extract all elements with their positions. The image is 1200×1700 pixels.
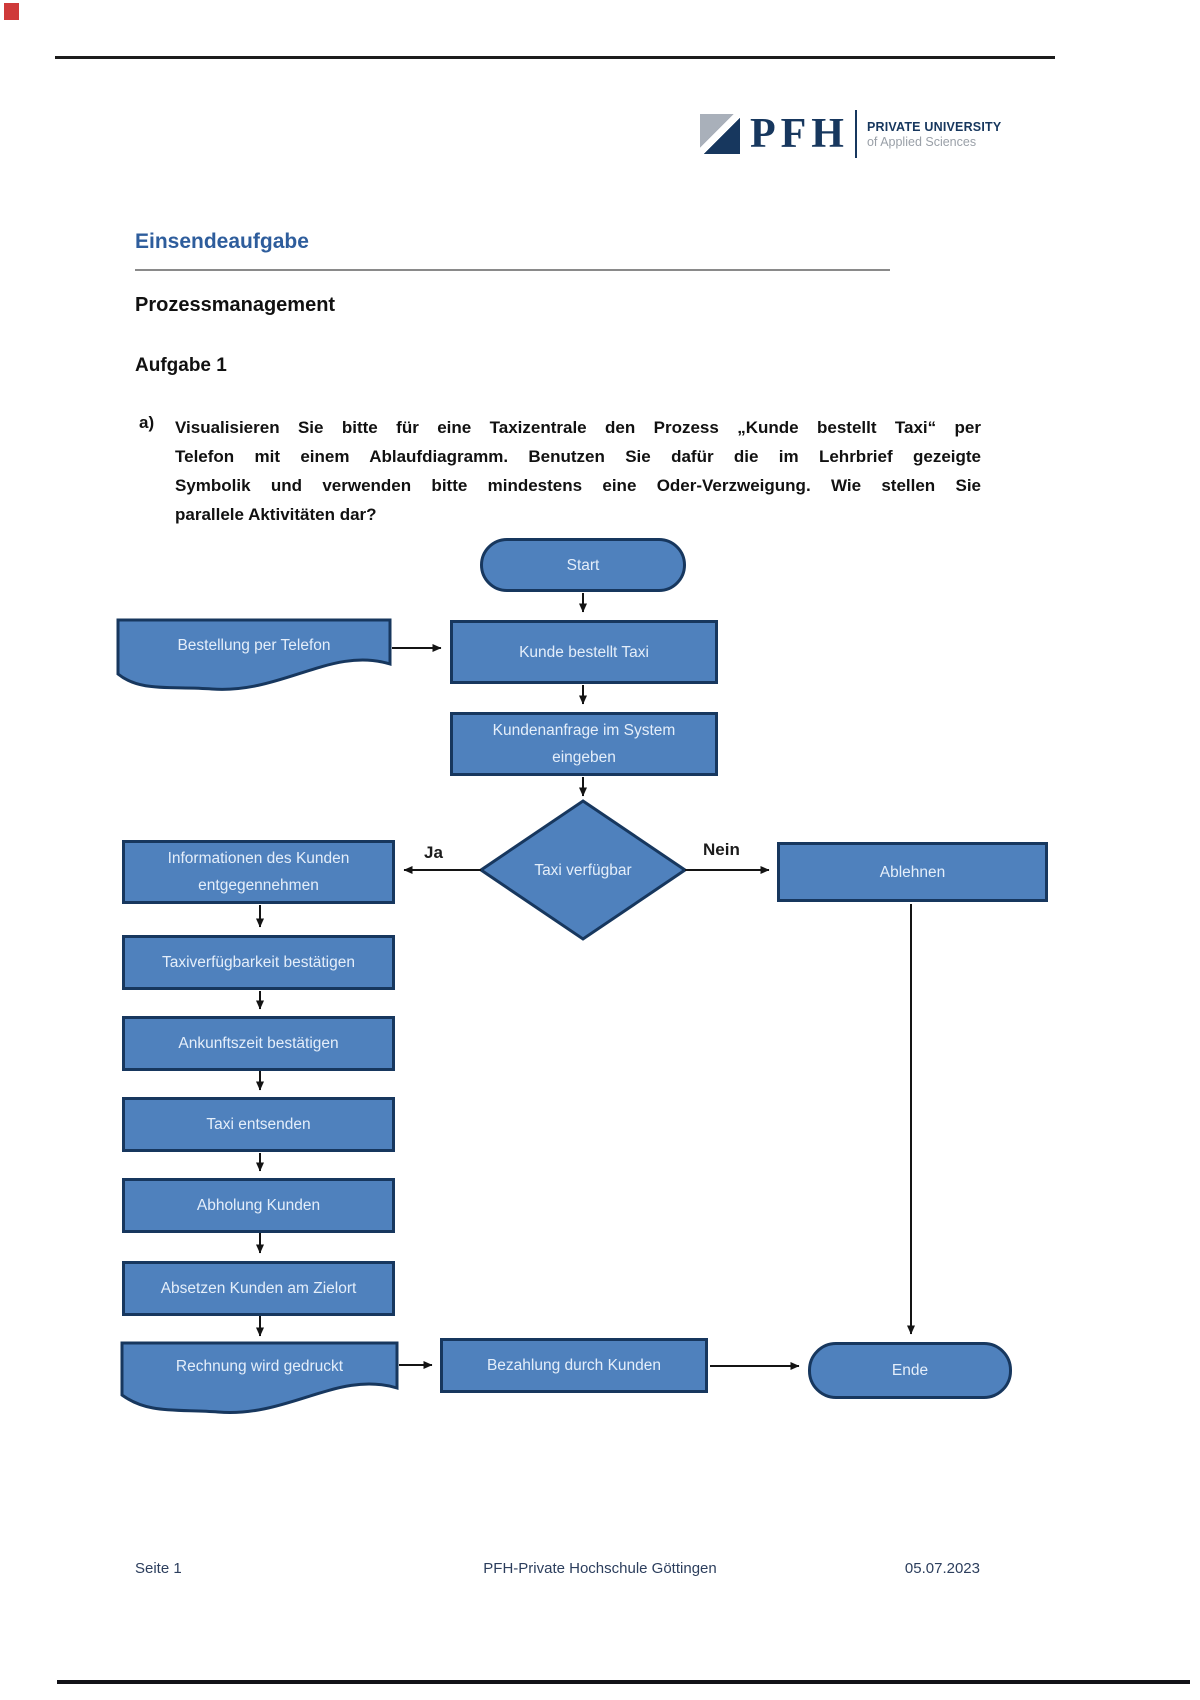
footer-page-number: Seite 1 xyxy=(135,1560,182,1577)
node-taxi-entsenden: Taxi entsenden xyxy=(122,1097,395,1152)
pfh-logo-text: PFH xyxy=(750,111,849,157)
node-ablehnen: Ablehnen xyxy=(777,842,1048,902)
task-a-line-4: parallele Aktivitäten dar? xyxy=(175,505,377,524)
node-taxiverfuegbarkeit: Taxiverfügbarkeit bestätigen xyxy=(122,935,395,990)
task-heading: Aufgabe 1 xyxy=(135,355,227,376)
top-rule xyxy=(55,56,1055,59)
subject-heading: Prozessmanagement xyxy=(135,294,336,316)
task-a-label: a) xyxy=(139,413,155,432)
logo-tagline-1: PRIVATE UNIVERSITY xyxy=(866,119,1002,134)
title-rule xyxy=(135,269,890,271)
branch-nein-label: Nein xyxy=(703,840,740,859)
pfh-logo-icon xyxy=(700,114,740,154)
node-kundenanfrage: Kundenanfrage im System eingeben xyxy=(450,712,718,776)
node-decision-label: Taxi verfügbar xyxy=(534,861,632,879)
node-informationen: Informationen des Kunden entgegennehmen xyxy=(122,840,395,904)
node-ende: Ende xyxy=(808,1342,1012,1399)
node-kunde-bestellt: Kunde bestellt Taxi xyxy=(450,620,718,684)
logo-tagline-2: of Applied Sciences xyxy=(866,134,977,149)
task-a-line-1: Visualisieren Sie bitte für eine Taxizen… xyxy=(175,418,981,437)
node-rechnung-label: Rechnung wird gedruckt xyxy=(175,1358,344,1375)
node-start: Start xyxy=(480,538,686,592)
node-abholung: Abholung Kunden xyxy=(122,1178,395,1233)
node-absetzen: Absetzen Kunden am Zielort xyxy=(122,1261,395,1316)
node-ankunftszeit: Ankunftszeit bestätigen xyxy=(122,1016,395,1071)
footer-institution: PFH-Private Hochschule Göttingen xyxy=(483,1560,717,1577)
node-bezahlung: Bezahlung durch Kunden xyxy=(440,1338,708,1393)
page-title: Einsendeaufgabe xyxy=(135,230,309,253)
bottom-rule xyxy=(57,1680,1190,1684)
branch-ja-label: Ja xyxy=(424,843,443,862)
node-bestellung-label: Bestellung per Telefon xyxy=(177,636,331,654)
footer-date: 05.07.2023 xyxy=(904,1560,980,1577)
pfh-logo: PFH PRIVATE UNIVERSITY of Applied Scienc… xyxy=(700,110,1001,158)
task-a-text: Visualisieren Sie bitte für eine Taxizen… xyxy=(175,413,981,529)
scan-artifact xyxy=(4,3,19,20)
task-a-line-2: Telefon mit einem Ablaufdiagramm. Benutz… xyxy=(175,447,981,466)
logo-divider xyxy=(854,110,857,158)
task-a-line-3: Symbolik und verwenden bitte mindestens … xyxy=(175,476,981,495)
